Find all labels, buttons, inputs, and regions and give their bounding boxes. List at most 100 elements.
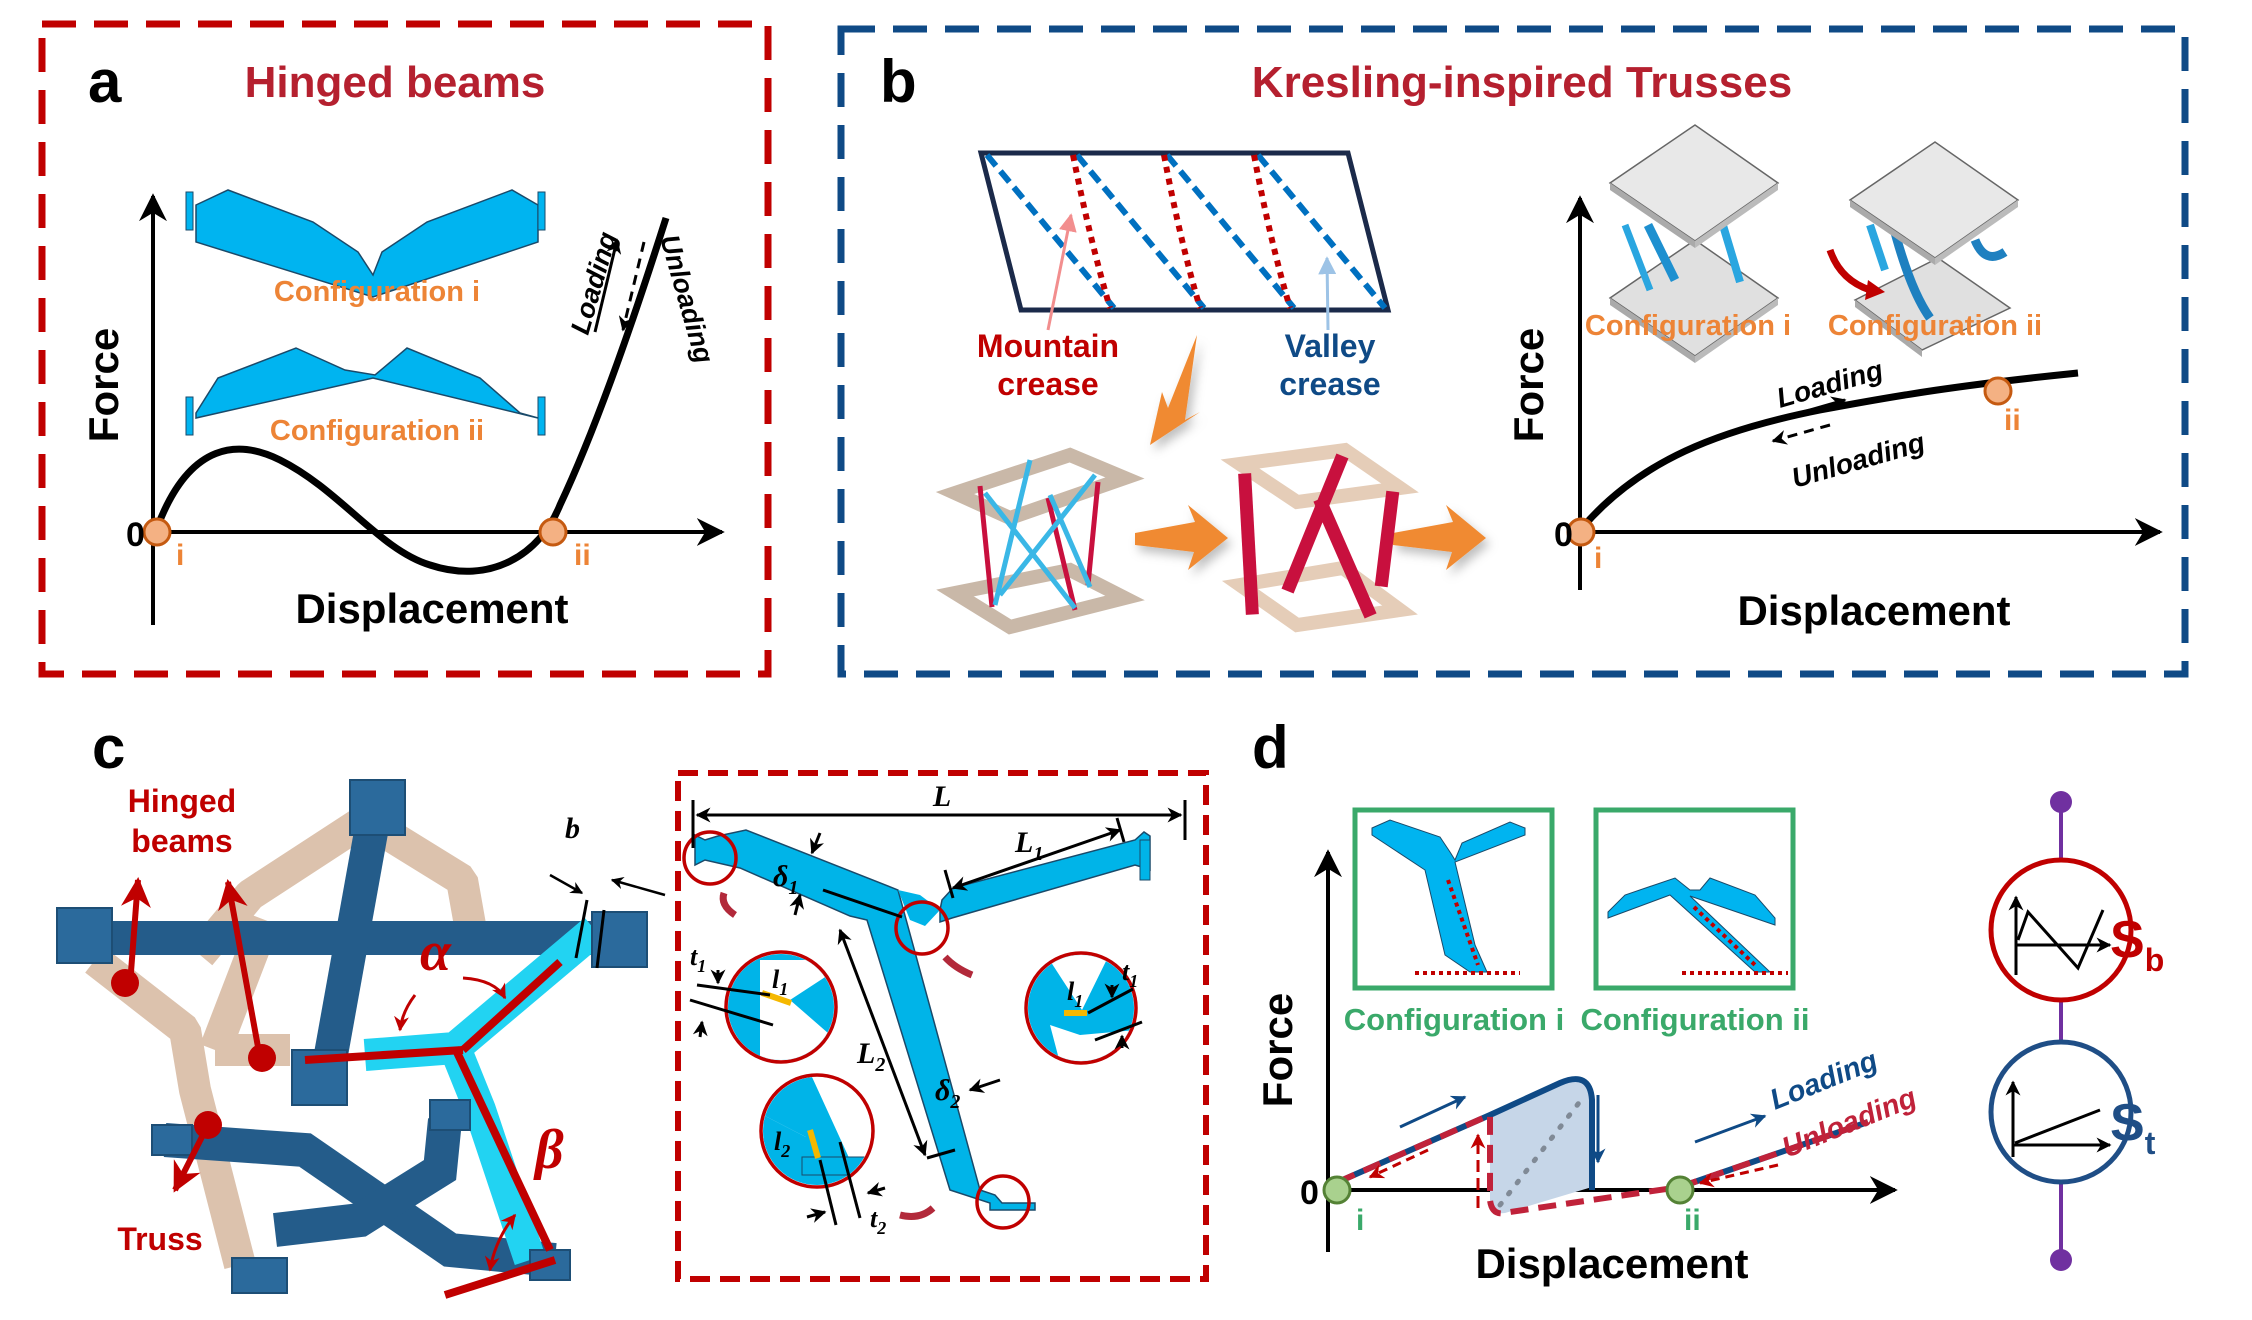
detail-inset-border bbox=[675, 770, 1209, 1282]
panel-d-config-i-box bbox=[1352, 807, 1555, 991]
panel-b-point-i-label: i bbox=[1594, 542, 1602, 575]
panel-b-unloading-arrow bbox=[1771, 423, 1831, 445]
panel-b-point-ii bbox=[1983, 376, 2013, 406]
panel-d-config-ii-label: Configuration ii bbox=[1580, 1002, 1809, 1037]
panel-b-zero-label: 0 bbox=[1554, 516, 1573, 554]
panel-d-point-ii bbox=[1665, 1175, 1695, 1205]
mountain-crease-pointer bbox=[1046, 213, 1077, 331]
dimension-L-label: L bbox=[932, 780, 951, 813]
panel-b-point-i bbox=[1566, 517, 1596, 547]
hysteresis-diagonal bbox=[1497, 1092, 1588, 1208]
orange-arrow-right-icon bbox=[1393, 505, 1486, 570]
dimension-l1-right-label: l1 bbox=[1067, 977, 1083, 1011]
beam-detail-inset: L L1 L2 δ1 δ2 t1 t1 t2 l1 l1 l2 bbox=[675, 770, 1209, 1282]
dimension-l2-label: l2 bbox=[774, 1127, 790, 1161]
panel-d-y-label: Force bbox=[1254, 993, 1301, 1107]
mountain-crease-label-2: crease bbox=[997, 366, 1098, 402]
panel-b-plate-config-ii bbox=[1826, 141, 2020, 357]
panel-a-point-i bbox=[142, 517, 172, 547]
panel-b-plate-config-i bbox=[1608, 124, 1780, 363]
valley-crease-pointer bbox=[1318, 256, 1337, 331]
panel-d-zero-label: 0 bbox=[1300, 1174, 1319, 1212]
truss-element-circle bbox=[1988, 1039, 2134, 1185]
panel-b-title: Kresling-inspired Trusses bbox=[1252, 58, 1792, 107]
alpha-label: α bbox=[420, 921, 452, 983]
panel-b-force-curve bbox=[1579, 369, 2079, 531]
panel-d-config-ii-box bbox=[1593, 807, 1796, 991]
zoom-inset-1 bbox=[728, 954, 834, 1060]
kresling-truss-thick bbox=[1220, 442, 1419, 633]
panel-a-force-curve bbox=[153, 216, 670, 575]
hinged-beams-label-1: Hinged bbox=[128, 783, 236, 819]
panel-a-loading-arrow bbox=[593, 238, 622, 333]
panel-d-letter: d bbox=[1252, 714, 1289, 781]
panel-a-config-i-label: Configuration i bbox=[274, 276, 480, 308]
panel-d-x-label: Displacement bbox=[1475, 1240, 1748, 1287]
terminal-top bbox=[2050, 791, 2072, 813]
panel-a-beam-config-i bbox=[185, 189, 546, 298]
dimension-L1-label: L1 bbox=[1014, 826, 1043, 865]
panel-b-config-ii-label: Configuration ii bbox=[1828, 310, 2042, 342]
panel-b-x-label: Displacement bbox=[1737, 587, 2010, 634]
beta-label: β bbox=[533, 1119, 564, 1181]
valley-crease-label-1: Valley bbox=[1285, 328, 1376, 364]
truss-label: Truss bbox=[117, 1221, 202, 1257]
crease-pattern bbox=[977, 150, 1392, 331]
panel-a-point-ii-label: ii bbox=[574, 539, 591, 572]
dimension-t1-right-label: t1 bbox=[1122, 957, 1138, 991]
rotation-arrow-icon bbox=[1865, 280, 1885, 300]
panel-b-config-i-label: Configuration i bbox=[1585, 310, 1791, 342]
orange-arrow-down-icon bbox=[1150, 335, 1200, 445]
panel-a-border bbox=[38, 20, 772, 678]
dimension-delta1-label: δ1 bbox=[773, 860, 798, 899]
panel-a-letter: a bbox=[88, 48, 122, 115]
sb-label: Sb bbox=[2110, 911, 2164, 978]
panel-a-unloading-arrow bbox=[618, 241, 646, 332]
linear-curve-icon bbox=[2005, 1080, 2112, 1157]
dimension-L2-label: L2 bbox=[856, 1037, 885, 1076]
panel-b-border bbox=[837, 25, 2189, 678]
panel-d-point-ii-label: ii bbox=[1684, 1204, 1701, 1237]
panel-b-letter: b bbox=[880, 48, 917, 115]
panel-b-unloading-label: Unloading bbox=[1788, 426, 1928, 494]
panel-d: d Configuration i Configuration ii bbox=[1252, 714, 2164, 1287]
panel-d-config-i-label: Configuration i bbox=[1344, 1002, 1564, 1037]
panel-a-title: Hinged beams bbox=[245, 58, 546, 107]
valley-creases bbox=[984, 153, 1388, 310]
panel-b-y-label: Force bbox=[1505, 328, 1552, 442]
dimension-delta2-label: δ2 bbox=[935, 1074, 960, 1113]
panel-a-point-ii bbox=[538, 517, 568, 547]
panel-d-unloading-curve bbox=[1336, 1110, 1681, 1217]
b-dimension-label: b bbox=[565, 812, 580, 845]
panel-a-config-ii-label: Configuration ii bbox=[270, 415, 484, 447]
mountain-crease-label-1: Mountain bbox=[977, 328, 1119, 364]
valley-crease-label-2: crease bbox=[1279, 366, 1380, 402]
panel-a-point-i-label: i bbox=[176, 539, 184, 572]
panel-a-y-label: Force bbox=[80, 328, 127, 442]
terminal-bottom bbox=[2050, 1249, 2072, 1271]
dimension-t2-label: t2 bbox=[870, 1204, 886, 1238]
hinged-beams-label-2: beams bbox=[131, 823, 232, 859]
panel-c: c bbox=[56, 714, 1209, 1299]
hysteresis-area bbox=[1490, 1078, 1592, 1214]
series-connection-diagram: Sb St bbox=[1988, 791, 2164, 1271]
metamaterial-unit-cell bbox=[56, 779, 666, 1299]
kresling-truss-thin bbox=[935, 447, 1145, 635]
panel-d-loading-curve bbox=[1336, 1076, 1595, 1190]
dimension-l1-left-label: l1 bbox=[772, 965, 788, 999]
panel-b: b Kresling-inspired Trusses Mountain cre… bbox=[837, 25, 2189, 678]
panel-a-x-label: Displacement bbox=[295, 585, 568, 632]
orange-arrow-right-icon bbox=[1135, 505, 1228, 570]
panel-a-loading-label: Loading bbox=[565, 228, 623, 338]
panel-d-point-i bbox=[1322, 1175, 1352, 1205]
panel-d-point-i-label: i bbox=[1356, 1204, 1364, 1237]
panel-c-letter: c bbox=[92, 714, 125, 781]
panel-b-point-ii-label: ii bbox=[2004, 404, 2021, 437]
st-label: St bbox=[2110, 1094, 2156, 1161]
bistable-curve-icon bbox=[2008, 895, 2112, 975]
panel-a-unloading-label: Unloading bbox=[654, 231, 719, 367]
dimension-t1-left-label: t1 bbox=[690, 942, 706, 976]
panel-a: a Hinged beams Configuration i Configura… bbox=[38, 20, 772, 678]
bistable-element-circle bbox=[1988, 857, 2134, 1003]
